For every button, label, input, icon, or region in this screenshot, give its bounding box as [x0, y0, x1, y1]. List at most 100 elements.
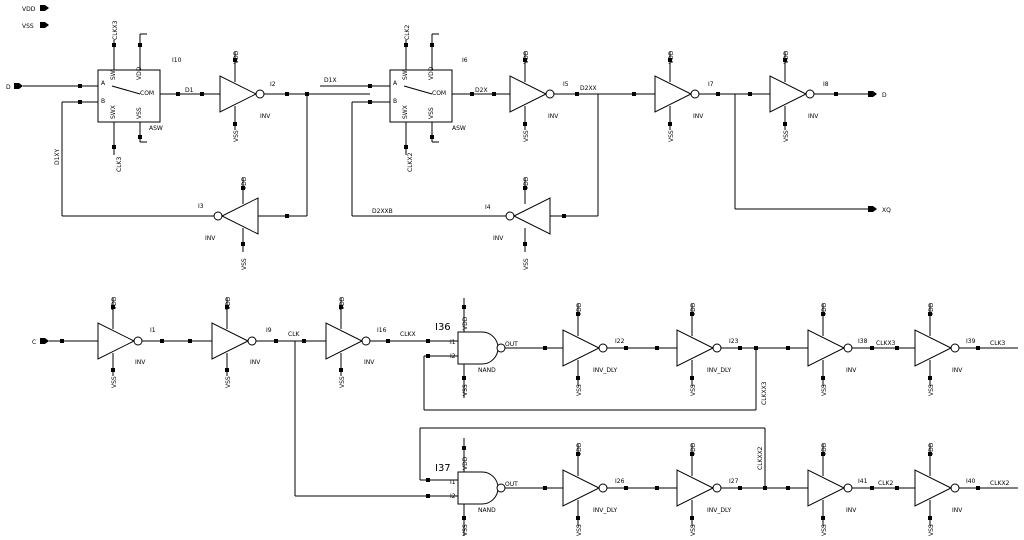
svg-text:A: A — [393, 80, 398, 87]
svg-text:COM: COM — [140, 90, 154, 97]
svg-text:VDD: VDD — [339, 296, 346, 310]
pin-c-input[interactable]: C — [32, 338, 49, 346]
svg-text:VSS: VSS — [928, 524, 935, 536]
svg-text:VSS: VSS — [111, 376, 118, 388]
svg-text:VSS: VSS — [428, 107, 435, 119]
svg-text:SWX: SWX — [110, 105, 117, 119]
svg-text:I2: I2 — [450, 493, 456, 500]
inverter-i41[interactable]: I41 INV — [807, 469, 868, 514]
svg-text:CLK: CLK — [288, 331, 301, 338]
svg-text:XQ: XQ — [882, 207, 891, 214]
svg-text:I4: I4 — [485, 204, 491, 211]
svg-text:VSS: VSS — [576, 384, 583, 396]
inverter-i40[interactable]: I40 INV — [914, 469, 976, 514]
svg-text:D1XY: D1XY — [54, 148, 61, 165]
svg-text:INV_DLY: INV_DLY — [593, 367, 618, 374]
svg-text:VSS: VSS — [821, 524, 828, 536]
svg-text:I10: I10 — [172, 57, 182, 64]
svg-text:CLKXX2: CLKXX2 — [757, 446, 764, 470]
svg-text:VDD: VDD — [783, 50, 790, 64]
svg-text:I3: I3 — [198, 203, 204, 210]
svg-text:CLKX: CLKX — [400, 331, 416, 338]
svg-text:INV: INV — [846, 367, 857, 374]
inverter-i5[interactable]: I5 INV — [509, 75, 569, 120]
delay-inverter-i23[interactable]: I23 INV_DLY — [676, 329, 739, 374]
svg-text:CLKX3: CLKX3 — [112, 20, 119, 40]
global-vss-pin[interactable]: VSS — [22, 22, 49, 30]
svg-text:INV: INV — [548, 113, 559, 120]
svg-text:CLK2: CLK2 — [878, 480, 893, 487]
svg-text:OUT: OUT — [505, 341, 518, 348]
svg-text:VDD: VDD — [576, 442, 583, 456]
svg-text:C: C — [32, 339, 36, 346]
svg-text:VDD: VDD — [668, 50, 675, 64]
svg-text:INV: INV — [846, 507, 857, 514]
inverter-i8[interactable]: I8 INV — [769, 75, 829, 120]
svg-text:VSS: VSS — [690, 524, 697, 536]
svg-text:VSS: VSS — [576, 524, 583, 536]
svg-text:VDD: VDD — [462, 456, 469, 470]
svg-text:I38: I38 — [858, 338, 868, 345]
inverter-i4[interactable]: I4 INV — [485, 197, 551, 242]
svg-text:D: D — [882, 92, 887, 99]
svg-text:VDD: VDD — [136, 66, 143, 80]
svg-text:VSS: VSS — [462, 384, 469, 396]
pin-d-input[interactable]: D — [6, 83, 23, 91]
svg-text:VDD: VDD — [576, 302, 583, 316]
svg-text:VDD: VDD — [690, 442, 697, 456]
svg-text:VSS: VSS — [462, 524, 469, 536]
svg-text:I6: I6 — [462, 57, 468, 64]
global-vdd-pin[interactable]: VDD — [22, 5, 49, 13]
svg-text:VDD: VDD — [111, 296, 118, 310]
svg-text:D2XX: D2XX — [580, 85, 597, 92]
svg-text:SW: SW — [110, 70, 117, 80]
inverter-i38[interactable]: I38 INV — [807, 329, 868, 374]
svg-text:I1: I1 — [450, 339, 456, 346]
inverter-i3[interactable]: I3 INV — [198, 197, 259, 242]
inverter-i7[interactable]: I7 INV — [654, 75, 714, 120]
delay-inverter-i22[interactable]: I22 INV_DLY — [562, 329, 625, 374]
svg-text:VSS: VSS — [339, 376, 346, 388]
inverter-i39[interactable]: I39 INV — [914, 329, 976, 374]
pin-xq-output[interactable]: XQ — [868, 206, 891, 214]
asw-switch-i10[interactable]: A B COM SW SWX VDD VSS I10 ASW — [97, 57, 182, 132]
inverter-i1[interactable]: I1 INV — [97, 322, 156, 366]
delay-inverter-i26[interactable]: I26 INV_DLY — [562, 469, 625, 514]
svg-text:VDD: VDD — [523, 50, 530, 64]
svg-text:VSS: VSS — [783, 130, 790, 142]
svg-text:INV: INV — [693, 113, 704, 120]
svg-text:VDD: VDD — [462, 316, 469, 330]
svg-text:INV: INV — [952, 507, 963, 514]
svg-text:A: A — [101, 80, 106, 87]
svg-text:I36: I36 — [435, 322, 451, 333]
svg-text:I5: I5 — [563, 81, 569, 88]
svg-text:SWX: SWX — [402, 105, 409, 119]
svg-text:VSS: VSS — [821, 384, 828, 396]
svg-text:I26: I26 — [615, 478, 625, 485]
svg-text:VDD: VDD — [225, 296, 232, 310]
svg-text:I2: I2 — [270, 81, 276, 88]
svg-text:INV: INV — [808, 113, 819, 120]
asw-switch-i6[interactable]: A B COM SW SWX VDD VSS I6 ASW — [389, 57, 468, 132]
svg-text:VSS: VSS — [225, 376, 232, 388]
inverter-i2[interactable]: I2 INV — [219, 75, 276, 120]
nand-gate-i37[interactable]: I37 I1 I2 OUT NAND — [435, 463, 518, 514]
inverter-i16[interactable]: I16 INV — [325, 322, 387, 366]
pin-d-output[interactable]: D — [868, 91, 887, 99]
delay-inverter-i27[interactable]: I27 INV_DLY — [676, 469, 739, 514]
svg-text:B: B — [393, 98, 397, 105]
svg-text:I1: I1 — [150, 327, 156, 334]
svg-text:INV: INV — [135, 359, 146, 366]
svg-text:VDD: VDD — [428, 66, 435, 80]
net-clkx2-output: CLKX2 — [990, 480, 1010, 487]
svg-text:I1: I1 — [450, 479, 456, 486]
svg-text:INV: INV — [493, 235, 504, 242]
svg-text:INV: INV — [250, 359, 261, 366]
svg-text:VDD: VDD — [22, 6, 36, 13]
svg-text:CLKX2: CLKX2 — [407, 152, 414, 172]
net-clk3-output: CLK3 — [990, 340, 1005, 347]
svg-text:VDD: VDD — [821, 302, 828, 316]
inverter-i9[interactable]: I9 INV — [211, 322, 272, 366]
nand-gate-i36[interactable]: I36 I1 I2 OUT NAND — [435, 322, 518, 374]
svg-text:VDD: VDD — [241, 176, 248, 190]
